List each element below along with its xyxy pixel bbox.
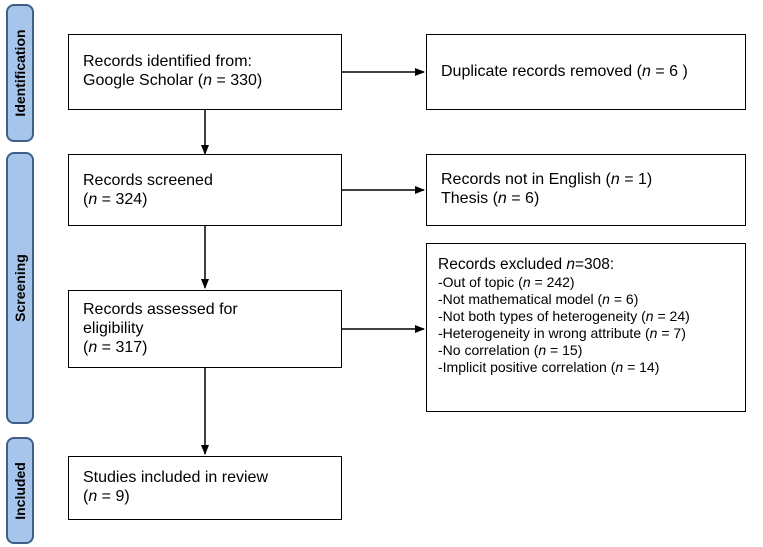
italic-n: n (88, 339, 98, 356)
text-segment: Records screened (83, 172, 213, 189)
text-segment: Records excluded (438, 256, 567, 273)
text-segment: Records assessed for (83, 301, 238, 318)
box-records-identified: Records identified from:Google Scholar (… (68, 34, 342, 110)
text-segment: = 330) (211, 72, 263, 89)
box-line: Studies included in review (83, 468, 327, 487)
italic-n: n (538, 342, 547, 358)
text-segment: -Implicit positive correlation ( (438, 359, 616, 375)
text-segment: Records not in English ( (441, 171, 611, 188)
text-segment: -Heterogeneity in wrong attribute ( (438, 325, 650, 341)
text-segment: -Not mathematical model ( (438, 291, 603, 307)
box-line: -Out of topic (n = 242) (438, 274, 734, 291)
text-segment: = 15) (546, 342, 583, 358)
italic-n: n (522, 274, 531, 290)
italic-n: n (88, 191, 98, 208)
text-segment: = 24) (653, 308, 690, 324)
box-line: Duplicate records removed (n = 6 ) (441, 62, 731, 81)
text-segment: = 6) (506, 190, 540, 207)
text-segment: ( (83, 339, 89, 356)
italic-n: n (602, 291, 610, 307)
text-segment: = 7) (657, 325, 686, 341)
italic-n: n (88, 488, 98, 505)
box-line: (n = 317) (83, 338, 327, 357)
text-segment: eligibility (83, 320, 144, 337)
italic-n: n (649, 325, 658, 341)
box-line: (n = 9) (83, 487, 327, 506)
text-segment: Studies included in review (83, 469, 268, 486)
box-not-english: Records not in English (n = 1)Thesis (n … (426, 154, 746, 226)
text-segment: ( (83, 191, 89, 208)
text-segment: Google Scholar ( (83, 72, 204, 89)
box-line: -Not both types of heterogeneity (n = 24… (438, 308, 734, 325)
box-line: Records screened (83, 171, 327, 190)
text-segment: -Not both types of heterogeneity ( (438, 308, 646, 324)
stage-screening: Screening (6, 152, 34, 424)
text-segment: -No correlation ( (438, 342, 539, 358)
text-segment: Thesis ( (441, 190, 498, 207)
box-studies-included: Studies included in review(n = 9) (68, 456, 342, 520)
text-segment: = 14) (623, 359, 660, 375)
text-segment: = 6 ) (650, 63, 688, 80)
italic-n: n (203, 72, 212, 89)
box-line: Records assessed for (83, 300, 327, 319)
box-line: -Not mathematical model (n = 6) (438, 291, 734, 308)
box-line: Thesis (n = 6) (441, 189, 731, 208)
box-line: eligibility (83, 319, 327, 338)
stage-included: Included (6, 437, 34, 544)
text-segment: -Out of topic ( (438, 274, 523, 290)
text-segment: Duplicate records removed ( (441, 63, 642, 80)
text-segment: ( (83, 488, 89, 505)
text-segment: = 1) (619, 171, 653, 188)
box-line: -Implicit positive correlation (n = 14) (438, 359, 734, 376)
italic-n: n (497, 190, 507, 207)
text-segment: = 324) (97, 191, 148, 208)
box-records-excluded: Records excluded n=308:-Out of topic (n … (426, 243, 746, 412)
box-line: (n = 324) (83, 190, 327, 209)
box-line: -Heterogeneity in wrong attribute (n = 7… (438, 325, 734, 342)
box-line: Records identified from: (83, 52, 327, 71)
italic-n: n (615, 359, 624, 375)
stage-identification: Identification (6, 4, 34, 142)
italic-n: n (610, 171, 620, 188)
text-segment: = 6) (609, 291, 639, 307)
text-segment: = 317) (97, 339, 148, 356)
italic-n: n (566, 256, 575, 273)
text-segment: = 242) (530, 274, 575, 290)
box-line: Google Scholar (n = 330) (83, 71, 327, 90)
italic-n: n (645, 308, 654, 324)
box-line: -No correlation (n = 15) (438, 342, 734, 359)
box-line: Records excluded n=308: (438, 256, 734, 273)
box-records-screened: Records screened(n = 324) (68, 154, 342, 226)
box-duplicates-removed: Duplicate records removed (n = 6 ) (426, 34, 746, 110)
text-segment: = 9) (97, 488, 130, 505)
box-line: Records not in English (n = 1) (441, 170, 731, 189)
italic-n: n (641, 63, 651, 80)
text-segment: =308: (575, 256, 615, 273)
text-segment: Records identified from: (83, 53, 252, 70)
